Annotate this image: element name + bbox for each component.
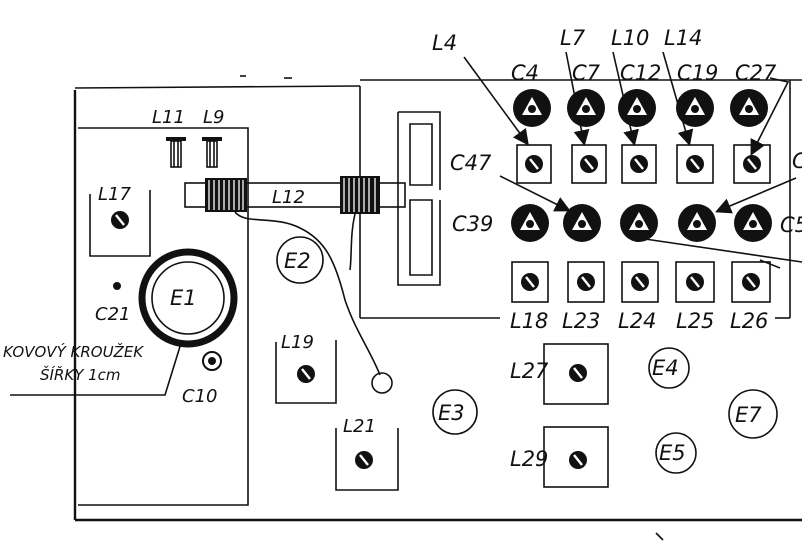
label-l17: L17 (98, 184, 131, 205)
label-c39: C39 (452, 212, 493, 236)
note-line-2: ŠÍŘKY 1cm (40, 365, 121, 384)
label-c21: C21 (95, 304, 130, 325)
coil-l11-l9-pins (166, 137, 222, 168)
label-l9: L9 (203, 107, 224, 128)
coil-row-1 (516, 144, 771, 184)
label-c10: C10 (182, 386, 217, 407)
trimmer-c7 (567, 89, 605, 127)
circle-e3 (432, 389, 478, 435)
label-c27: C27 (735, 61, 777, 85)
circle-e2 (276, 236, 324, 284)
label-l19: L19 (281, 332, 314, 353)
label-l18: L18 (510, 309, 548, 333)
ferrite-rod-l12 (184, 176, 406, 394)
label-l27: L27 (510, 359, 549, 383)
bracket-frame (397, 111, 441, 286)
trimmer-row2-3 (620, 204, 658, 242)
coilscrew-l27 (567, 362, 589, 384)
coilscrew-l29 (567, 449, 589, 471)
trimmer-c19 (676, 89, 714, 127)
label-l12: L12 (272, 187, 305, 208)
trimmer-row2-4 (678, 204, 716, 242)
l27-frame (543, 343, 609, 405)
trimmer-c27 (730, 89, 768, 127)
trimmer-row2-5 (734, 204, 772, 242)
label-l10: L10 (611, 26, 649, 50)
e1-metal-ring (138, 248, 238, 348)
label-l7: L7 (560, 26, 586, 50)
circle-e4 (648, 347, 690, 389)
label-l11: L11 (152, 107, 185, 128)
l17-frame (89, 190, 151, 257)
circle-e5 (655, 432, 697, 474)
label-c12: C12 (620, 61, 661, 85)
label-e2: E2 (284, 249, 311, 273)
label-l14: L14 (664, 26, 702, 50)
coilscrew-l21 (353, 449, 375, 471)
label-l23: L23 (562, 309, 600, 333)
trimmer-c39 (511, 204, 549, 242)
trimmer-c12 (618, 89, 656, 127)
bottom-tick (655, 532, 664, 541)
circle-e7 (728, 389, 778, 439)
coilscrew-l19 (295, 363, 317, 385)
c10-component (202, 351, 222, 371)
note-leader (10, 339, 183, 396)
note-line-1: KOVOVÝ KROUŽEK (3, 342, 144, 361)
label-e4: E4 (652, 356, 679, 380)
label-e1: E1 (170, 286, 197, 310)
l19-frame (275, 340, 337, 404)
label-l21: L21 (343, 416, 376, 437)
label-c47: C47 (450, 151, 492, 175)
coilscrew-l17 (109, 209, 131, 231)
label-c7: C7 (572, 61, 601, 85)
label-l4: L4 (432, 31, 457, 55)
trimmer-c4 (513, 89, 551, 127)
label-e3: E3 (438, 401, 465, 425)
trimmer-c47 (563, 204, 601, 242)
label-l29: L29 (510, 447, 548, 471)
label-c-right: C (792, 149, 802, 173)
c21-dot (113, 282, 121, 290)
chassis-frame (73, 75, 802, 522)
label-l26: L26 (730, 309, 768, 333)
l21-frame (335, 428, 399, 491)
label-l25: L25 (676, 309, 714, 333)
label-l24: L24 (618, 309, 656, 333)
label-c19: C19 (677, 61, 718, 85)
label-e7: E7 (735, 403, 762, 427)
label-e5: E5 (659, 441, 686, 465)
l29-frame (543, 426, 609, 488)
label-c5-right: C5 (780, 213, 802, 237)
coil-row-2 (511, 261, 771, 303)
label-c4: C4 (511, 61, 539, 85)
